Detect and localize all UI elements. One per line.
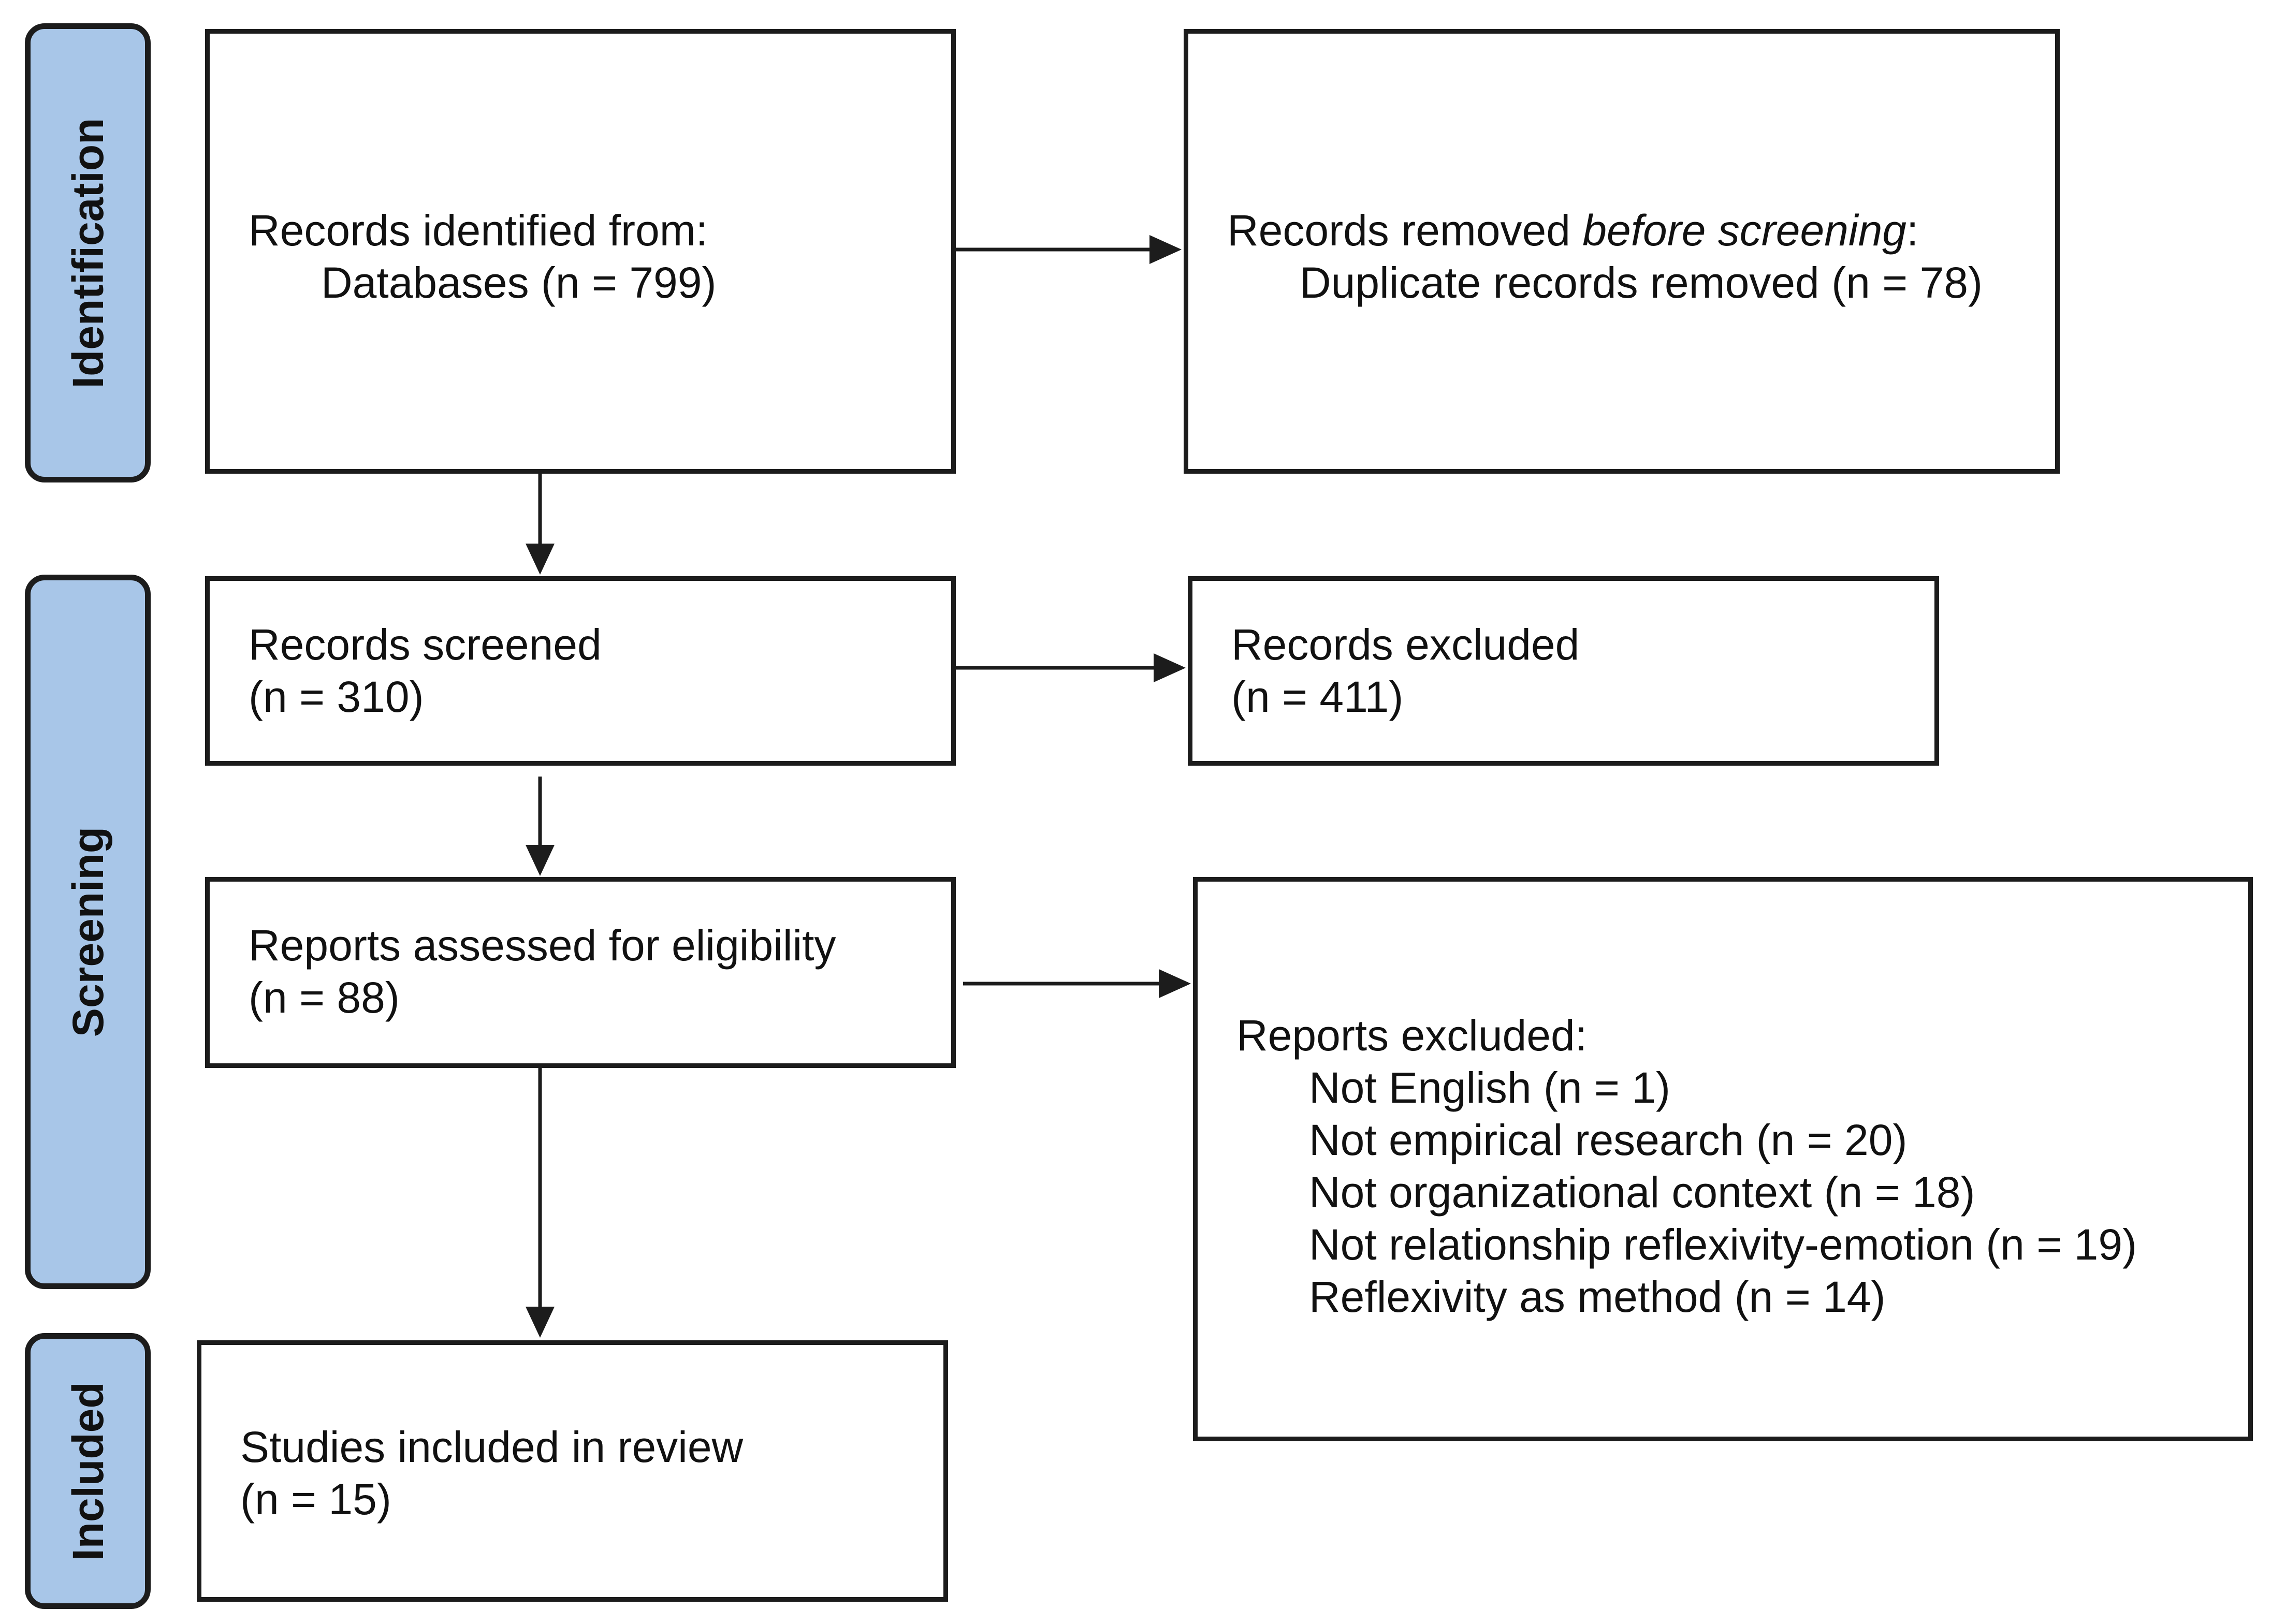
reports-assessed-count: (n = 88) [249,973,400,1022]
phase-included: Included [25,1333,151,1609]
reports-assessed-box: Reports assessed for eligibility (n = 88… [205,877,956,1068]
records-excluded-count: (n = 411) [1231,672,1404,721]
records-screened-box: Records screened (n = 310) [205,576,956,766]
reports-assessed-heading: Reports assessed for eligibility [249,921,836,970]
phase-screening: Screening [25,575,151,1289]
reports-excluded-reason: Not relationship reflexivity-emotion (n … [1309,1220,2137,1269]
phase-identification: Identification [25,23,151,482]
arrowhead-screened-to-assessed [526,845,555,876]
studies-included-count: (n = 15) [240,1475,391,1524]
records-excluded-box: Records excluded (n = 411) [1188,576,1939,766]
records-removed-heading-emphasis: before screening [1582,206,1907,255]
records-removed-heading-end: : [1906,206,1919,255]
arrowhead-identified-to-removed [1149,235,1182,264]
records-identified-box: Records identified from: Databases (n = … [205,29,956,474]
records-excluded-heading: Records excluded [1231,620,1580,669]
records-removed-heading-start: Records removed [1227,206,1583,255]
reports-excluded-reason: Not empirical research (n = 20) [1309,1116,1908,1164]
reports-excluded-heading: Reports excluded: [1236,1011,1588,1060]
records-removed-detail: Duplicate records removed (n = 78) [1300,258,1983,307]
reports-excluded-reason: Not organizational context (n = 18) [1309,1168,1975,1217]
arrowhead-assessed-to-reports-excluded [1159,969,1191,998]
reports-excluded-reason: Not English (n = 1) [1309,1063,1671,1112]
records-removed-heading: Records removed before screening: [1227,204,1983,257]
records-identified-detail: Databases (n = 799) [321,258,717,307]
records-removed-box: Records removed before screening: Duplic… [1184,29,2060,474]
studies-included-heading: Studies included in review [240,1423,744,1471]
records-identified-heading: Records identified from: [249,206,708,255]
arrowhead-assessed-to-included [526,1307,555,1338]
arrowhead-identified-to-screened [526,544,555,575]
reports-excluded-box: Reports excluded: Not English (n = 1) No… [1193,877,2253,1441]
records-screened-heading: Records screened [249,620,602,669]
studies-included-box: Studies included in review (n = 15) [197,1340,948,1602]
reports-excluded-reason: Reflexivity as method (n = 14) [1309,1272,1886,1321]
records-screened-count: (n = 310) [249,672,424,721]
arrowhead-screened-to-excluded [1154,653,1186,682]
